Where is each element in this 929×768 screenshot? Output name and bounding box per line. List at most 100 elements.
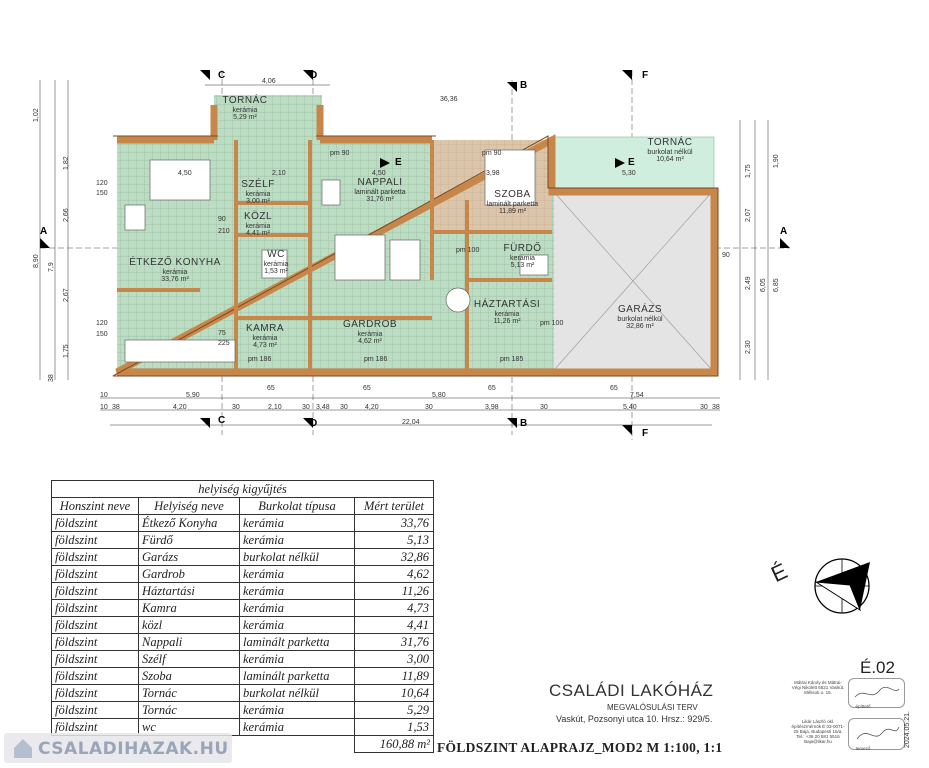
room-name-cell: közl xyxy=(138,616,240,634)
area-cell: 11,26 xyxy=(354,582,434,600)
dim-inner: 150 xyxy=(96,331,108,338)
column-header: Helyiség neve xyxy=(138,497,240,515)
section-b-top: B xyxy=(520,80,528,91)
table-title: helyiség kigyűjtés xyxy=(51,480,434,498)
room-name-cell: Háztartási xyxy=(138,582,240,600)
finish-cell: kerámia xyxy=(239,514,355,532)
dim-inner: 90 xyxy=(218,216,226,223)
area-cell: 3,00 xyxy=(354,650,434,668)
dim-left: 38 xyxy=(48,374,55,382)
finish-cell: laminált parketta xyxy=(239,633,355,651)
room-name-cell: Szoba xyxy=(138,667,240,685)
room-label-corridor: KÖZL kerámia 4,41 m² xyxy=(243,211,273,237)
dim-right: 1,90 xyxy=(773,154,780,168)
area-cell: 4,73 xyxy=(354,599,434,617)
section-f-bottom: F xyxy=(642,428,649,439)
owner-signature-box xyxy=(848,678,905,708)
section-a-right: A xyxy=(780,226,788,237)
dim-inner: pm 90 xyxy=(330,150,350,157)
dim-bottom-2: 30 xyxy=(232,404,240,411)
dim-bottom-2: 4,20 xyxy=(173,404,187,411)
watermark-badge xyxy=(4,733,232,763)
section-c-bottom: C xyxy=(218,415,226,426)
dim-inner: 2,10 xyxy=(272,170,286,177)
room-label-porch-2: TORNÁC burkolat nélkül 10,64 m² xyxy=(647,137,693,163)
level-cell: földszint xyxy=(51,599,139,617)
room-label-wc: WC kerámia 1,53 m² xyxy=(263,249,289,275)
dim-bottom-2: 3,48 xyxy=(316,404,330,411)
room-name-cell: Étkező Konyha xyxy=(138,514,240,532)
area-cell: 1,53 xyxy=(354,718,434,736)
dim-right: 2,30 xyxy=(745,340,752,354)
dim-right: 6,05 xyxy=(760,278,767,292)
area-cell: 32,86 xyxy=(354,548,434,566)
dim-bottom-2: 30 xyxy=(540,404,548,411)
level-cell: földszint xyxy=(51,616,139,634)
dim-left: 7,9 xyxy=(48,262,55,272)
dim-bottom-1: 65 xyxy=(488,385,496,392)
finish-cell: kerámia xyxy=(239,701,355,719)
finish-cell: burkolat nélkül xyxy=(239,548,355,566)
interior-walls xyxy=(117,140,552,372)
level-cell: földszint xyxy=(51,633,139,651)
table-header-row: Honszint neve Helyiség neve Burkolat típ… xyxy=(51,497,434,515)
level-cell: földszint xyxy=(51,531,139,549)
finish-cell: kerámia xyxy=(239,616,355,634)
dim-inner: pm 100 xyxy=(456,247,480,254)
dim-bottom-1: 65 xyxy=(267,385,275,392)
dim-left: 2,66 xyxy=(63,208,70,222)
dim-bottom-1: 5,90 xyxy=(186,392,200,399)
dim-left: 1,82 xyxy=(63,156,70,170)
section-f-top: F xyxy=(642,70,649,81)
dim-left: 8,90 xyxy=(33,254,40,268)
dim-top: 36,36 xyxy=(440,96,458,103)
dim-inner: 120 xyxy=(96,180,108,187)
level-cell: földszint xyxy=(51,701,139,719)
room-name-cell: Fürdő xyxy=(138,531,240,549)
level-cell: földszint xyxy=(51,667,139,685)
dim-inner: 3,98 xyxy=(486,170,500,177)
room-label-garage: GARÁZS burkolat nélkül 32,86 m² xyxy=(617,304,663,330)
house-logo-icon xyxy=(14,739,32,758)
finish-cell: kerámia xyxy=(239,650,355,668)
room-name-cell: wc xyxy=(138,718,240,736)
dim-bottom-2: 3,98 xyxy=(485,404,499,411)
section-d-top: D xyxy=(310,70,318,81)
room-name-cell: Nappali xyxy=(138,633,240,651)
room-name-cell: Gardrob xyxy=(138,565,240,583)
area-cell: 5,29 xyxy=(354,701,434,719)
room-schedule-table: helyiség kigyűjtés Honszint neve Helyisé… xyxy=(51,480,434,753)
watermark-text: CSALADIHAZAK.HU xyxy=(38,739,229,759)
room-label-living: NAPPALI laminált parketta 31,76 m² xyxy=(354,177,406,203)
area-cell: 4,41 xyxy=(354,616,434,634)
room-label-kitchen: ÉTKEZŐ KONYHA kerámia 33,76 m² xyxy=(129,257,221,283)
dim-total: 22,04 xyxy=(402,419,420,426)
area-cell: 31,76 xyxy=(354,633,434,651)
area-cell: 33,76 xyxy=(354,514,434,532)
dim-bottom-2: 10 xyxy=(100,404,108,411)
dim-bottom-2: 2,10 xyxy=(268,404,282,411)
room-label-wardrobe: GARDROB kerámia 4,62 m² xyxy=(342,319,398,345)
finish-cell: kerámia xyxy=(239,531,355,549)
room-name-cell: Szélf xyxy=(138,650,240,668)
furniture xyxy=(124,149,549,363)
level-cell: földszint xyxy=(51,650,139,668)
dim-bottom-1: 65 xyxy=(363,385,371,392)
area-cell: 11,89 xyxy=(354,667,434,685)
dim-bottom-1: 10 xyxy=(100,392,108,399)
room-name-cell: Kamra xyxy=(138,599,240,617)
finish-cell: laminált parketta xyxy=(239,667,355,685)
dim-left: 2,67 xyxy=(63,288,70,302)
designer-info: Likár László okl. építészmérnök É 03-007… xyxy=(791,719,845,744)
